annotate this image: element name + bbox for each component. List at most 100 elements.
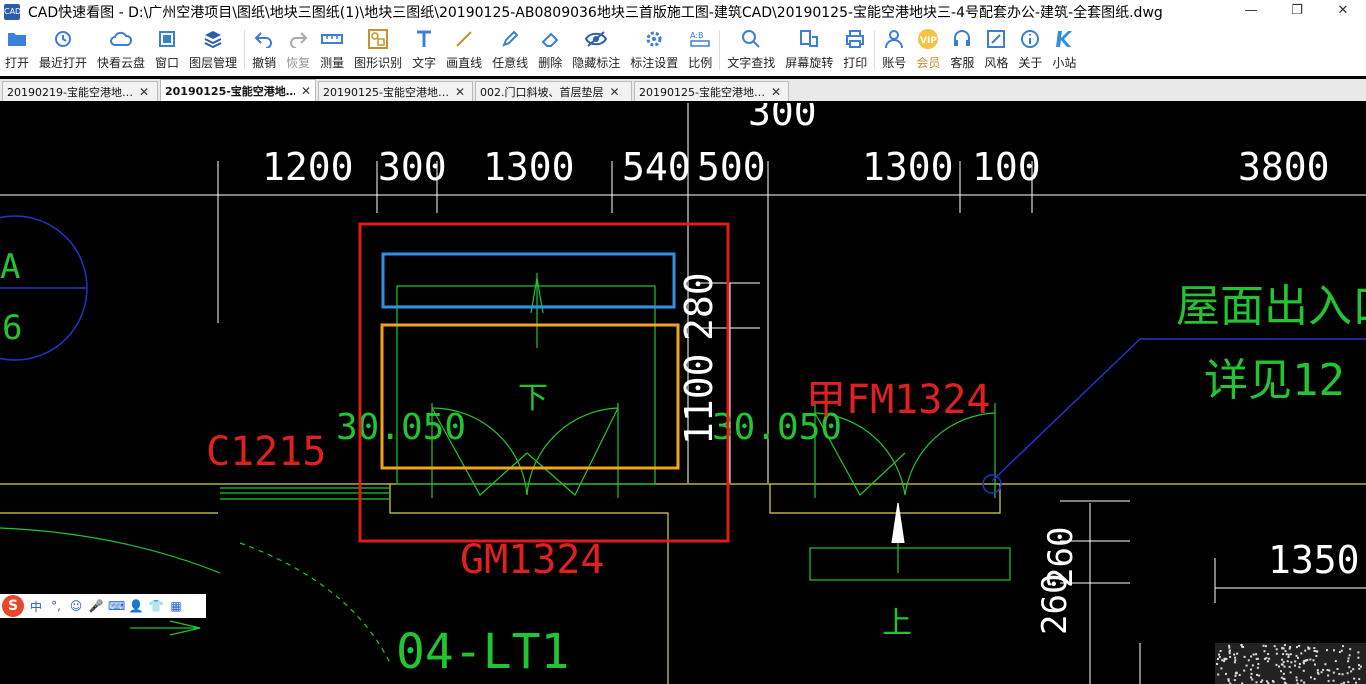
microphone-icon[interactable]: 🎤 (88, 599, 104, 613)
close-tab-icon[interactable]: ✕ (454, 84, 466, 99)
hatch-speckle (1225, 672, 1227, 675)
hatch-speckle (1313, 650, 1316, 652)
sogou-logo-icon[interactable]: S (2, 595, 24, 617)
hatch-speckle (1268, 657, 1271, 660)
dimension-280: 280 (677, 272, 721, 341)
undo-button[interactable]: 撤销 (247, 24, 281, 72)
ime-mode-toggle[interactable]: 中 (29, 599, 42, 614)
hatch-speckle (1243, 655, 1246, 658)
hatch-speckle (1306, 659, 1309, 661)
hatch-speckle (1281, 647, 1284, 650)
hatch-speckle (1332, 671, 1335, 674)
station-icon (1053, 28, 1075, 50)
hatch-speckle (1250, 676, 1252, 679)
toolbar-divider (719, 30, 721, 70)
hatch-speckle (1314, 663, 1316, 666)
main-toolbar: 打开 最近打开 快看云盘 窗口 图层管理 撤销 恢复 测量 图形识别 文字 画直… (0, 24, 1366, 76)
user-icon[interactable]: 👤 (128, 599, 144, 613)
hatch-speckle (1298, 663, 1301, 665)
open-button[interactable]: 打开 (0, 24, 34, 72)
text-button[interactable]: 文字 (407, 24, 441, 72)
punctuation-icon[interactable]: °, (51, 599, 61, 613)
scale-button[interactable]: A:B 比例 (683, 24, 717, 72)
text-search-button[interactable]: 文字查找 (722, 24, 780, 72)
hatch-speckle (1320, 671, 1323, 674)
apps-grid-icon[interactable]: ▦ (170, 599, 182, 613)
hatch-speckle (1298, 644, 1301, 647)
shape-recognize-button[interactable]: 图形识别 (349, 24, 407, 72)
hatch-speckle (1334, 660, 1337, 663)
hatch-speckle (1283, 665, 1286, 668)
recent-open-button[interactable]: 最近打开 (34, 24, 92, 72)
print-button[interactable]: 打印 (838, 24, 872, 72)
hatch-speckle (1350, 670, 1353, 673)
hatch-speckle (1282, 653, 1284, 656)
document-tab[interactable]: 20190125-宝能空港地… ✕ (318, 81, 473, 101)
station-button[interactable]: 小站 (1047, 24, 1081, 72)
freehand-line-button[interactable]: 任意线 (487, 24, 533, 72)
stair-up-label: 上 (882, 606, 912, 641)
cad-drawing-canvas[interactable]: A 6 (0, 103, 1366, 684)
hatch-speckle (1358, 678, 1361, 681)
hatch-speckle (1338, 651, 1341, 653)
dimension-text: 500 (697, 145, 766, 189)
hatch-speckle (1275, 663, 1278, 666)
redo-button[interactable]: 恢复 (281, 24, 315, 72)
measure-button[interactable]: 测量 (315, 24, 349, 72)
restore-button[interactable]: ❐ (1291, 3, 1303, 18)
dimension-text: 1200 (262, 145, 354, 189)
hatch-speckle (1302, 662, 1305, 665)
hatch-speckle (1327, 674, 1330, 677)
ime-toolbar: S 中 °, ☺ 🎤 ⌨ 👤 👕 ▦ (0, 594, 206, 618)
draw-line-button[interactable]: 画直线 (441, 24, 487, 72)
close-tab-icon[interactable]: ✕ (770, 84, 782, 99)
rotate-screen-button[interactable]: 屏幕旋转 (780, 24, 838, 72)
hatch-speckle (1216, 663, 1218, 665)
dimension-lines (0, 103, 1366, 684)
annotation-settings-button[interactable]: 标注设置 (625, 24, 683, 72)
hatch-speckle (1283, 681, 1286, 684)
document-tab[interactable]: 20190125-宝能空港地… ✕ (634, 81, 789, 101)
document-tab[interactable]: 002.门口斜坡、首层垫层 ✕ (475, 81, 632, 101)
style-button[interactable]: 风格 (979, 24, 1013, 72)
close-tab-icon[interactable]: ✕ (609, 84, 620, 99)
document-tab-active[interactable]: 20190125-宝能空港地… ✕ (160, 79, 316, 101)
hatch-speckle (1286, 660, 1289, 663)
hatch-speckle (1347, 681, 1350, 683)
delete-button[interactable]: 删除 (533, 24, 567, 72)
hatch-speckle (1218, 653, 1220, 656)
close-button[interactable]: ✕ (1337, 3, 1349, 18)
red-highlight-box (358, 222, 730, 543)
scale-icon: A:B (689, 28, 711, 50)
cloud-disk-button[interactable]: 快看云盘 (92, 24, 150, 72)
hatch-speckle (1233, 653, 1236, 656)
hatch-speckle (1300, 679, 1303, 682)
keyboard-icon[interactable]: ⌨ (108, 599, 126, 613)
about-button[interactable]: 关于 (1013, 24, 1047, 72)
hatch-speckle (1332, 679, 1335, 682)
hatch-speckle (1265, 657, 1268, 660)
hatch-speckle (1316, 669, 1319, 672)
minimize-button[interactable]: — (1244, 3, 1258, 18)
customer-service-button[interactable]: 客服 (945, 24, 979, 72)
window-button[interactable]: 窗口 (150, 24, 184, 72)
hatch-speckle (1282, 661, 1285, 664)
info-icon (1019, 28, 1041, 50)
vip-button[interactable]: VIP 会员 (911, 24, 945, 72)
hatch-speckle (1267, 653, 1270, 655)
hatch-speckle (1267, 682, 1270, 684)
hatch-speckle (1340, 649, 1343, 652)
hatch-speckle (1233, 679, 1236, 682)
layer-manager-button[interactable]: 图层管理 (184, 24, 242, 72)
pen-icon (499, 28, 521, 50)
close-tab-icon[interactable]: ✕ (300, 83, 311, 98)
hatch-speckle (1289, 653, 1292, 656)
skin-icon[interactable]: 👕 (148, 599, 164, 613)
hatch-speckle (1328, 669, 1331, 672)
dimension-1350: 1350 (1268, 538, 1360, 582)
emoji-icon[interactable]: ☺ (69, 599, 83, 613)
account-button[interactable]: 账号 (877, 24, 911, 72)
hide-annotation-button[interactable]: 隐藏标注 (567, 24, 625, 72)
document-tab[interactable]: 20190219-宝能空港地… ✕ (2, 81, 158, 101)
close-tab-icon[interactable]: ✕ (138, 84, 150, 99)
